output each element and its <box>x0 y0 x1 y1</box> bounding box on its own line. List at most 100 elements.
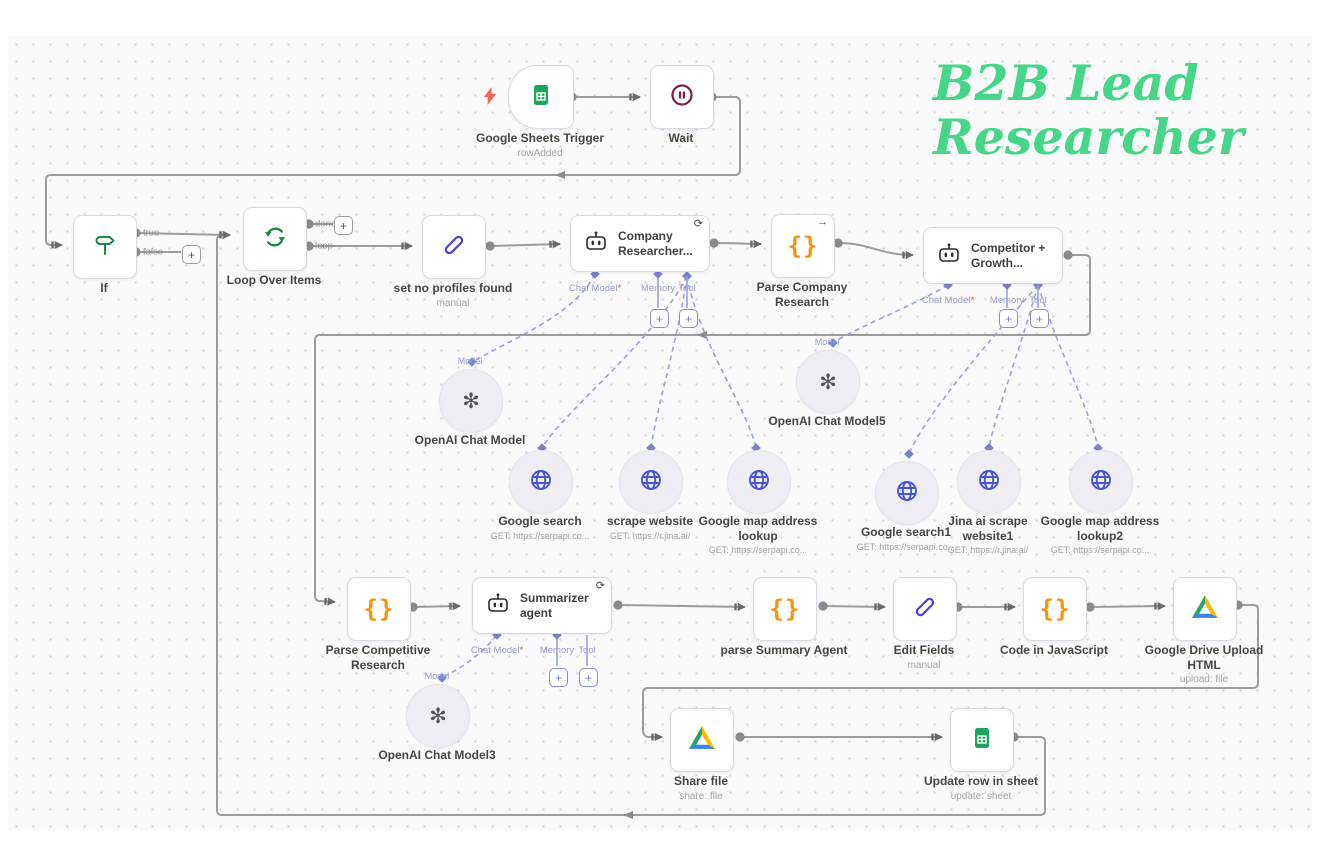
node-openai-chat-model3[interactable]: Model ✻ OpenAI Chat Model3 <box>378 671 495 762</box>
port-tool[interactable]: Tool <box>1029 295 1047 306</box>
add-node-button[interactable]: + <box>182 245 201 264</box>
node-code-in-javascript[interactable]: {} Code in JavaScript <box>1000 577 1108 657</box>
add-memory-button[interactable]: + <box>650 309 669 328</box>
port-memory[interactable]: Memory <box>989 295 1025 306</box>
node-label: Google Drive Upload HTML <box>1144 643 1264 672</box>
node-label: Competitor + Growth... <box>971 240 1046 270</box>
add-tool-button[interactable]: + <box>1030 309 1049 328</box>
wire-company-tool2 <box>646 271 692 453</box>
title-line-2: Researcher <box>933 108 1244 166</box>
node-label: Share file <box>673 774 729 788</box>
node-subtitle: manual <box>436 297 470 309</box>
port-model: Model <box>814 337 840 347</box>
wire-parsesum-edit <box>818 601 886 612</box>
wire-competitor-tool3 <box>1033 280 1103 453</box>
port-tool[interactable]: Tool <box>678 283 696 294</box>
title-line-1: B2B Lead <box>933 54 1199 112</box>
wire-wait-if <box>45 92 741 250</box>
braces-icon: {} <box>363 595 395 623</box>
node-subtitle: upload: file <box>1179 674 1229 686</box>
node-share-file[interactable]: Share file share: file <box>670 708 734 802</box>
port-model: Model <box>457 356 483 366</box>
node-label: Loop Over Items <box>226 273 322 287</box>
node-jina-ai-scrape-website1[interactable]: Jina ai scrape website1 GET: https://r.j… <box>948 450 1028 555</box>
node-subtitle: share: file <box>679 790 723 802</box>
wire-competitor-tool2 <box>984 280 1043 453</box>
output-label-loop: loop <box>315 240 333 252</box>
node-competitor-growth-agent[interactable]: Competitor + Growth... Chat Model* Memor… <box>922 227 1063 306</box>
node-label: Update row in sheet <box>923 774 1039 788</box>
pencil-icon <box>912 594 938 625</box>
if-signpost-icon <box>91 231 119 264</box>
node-subtitle: update: sheet <box>950 790 1012 802</box>
node-company-researcher-agent[interactable]: Company Researcher... ⟳ Chat Model* Memo… <box>569 215 710 294</box>
node-summarizer-agent[interactable]: Summarizer agent ⟳ Chat Model* Memory To… <box>471 577 612 656</box>
wire-set-company <box>485 240 561 251</box>
openai-icon: ✻ <box>819 370 837 394</box>
node-update-row-in-sheet[interactable]: Update row in sheet update: sheet <box>924 708 1038 802</box>
globe-icon <box>528 467 554 498</box>
node-google-drive-upload-html[interactable]: Google Drive Upload HTML upload: file <box>1145 577 1263 685</box>
node-parse-company-research[interactable]: {} → Parse Company Research <box>757 214 847 309</box>
node-label: OpenAI Chat Model <box>414 433 526 447</box>
node-parse-competitive-research[interactable]: {} Parse Competitive Research <box>326 577 430 672</box>
node-loop-over-items[interactable]: Loop Over Items <box>227 207 321 287</box>
node-scrape-website[interactable]: scrape website GET: https://r.jina.ai/ <box>607 450 693 541</box>
add-node-button[interactable]: + <box>334 216 353 235</box>
node-label: If <box>100 281 108 295</box>
node-set-no-profiles-found[interactable]: set no profiles found manual <box>394 215 512 309</box>
trigger-bolt-icon <box>483 87 497 110</box>
robot-icon <box>584 229 608 258</box>
add-memory-button[interactable]: + <box>999 309 1018 328</box>
wire-company-tool1 <box>537 271 692 453</box>
add-memory-button[interactable]: + <box>549 668 568 687</box>
wire-parsecomp-summarizer <box>408 602 461 612</box>
node-label: set no profiles found <box>393 281 513 295</box>
node-parse-summary-agent[interactable]: {} parse Summary Agent <box>721 577 847 657</box>
globe-icon <box>1088 467 1114 498</box>
node-label: Parse Company Research <box>756 280 848 309</box>
add-tool-button[interactable]: + <box>579 668 598 687</box>
globe-icon <box>976 467 1002 498</box>
add-tool-button[interactable]: + <box>679 309 698 328</box>
port-model: Model <box>424 671 450 681</box>
robot-icon <box>937 241 961 270</box>
port-tool[interactable]: Tool <box>578 645 596 656</box>
node-subtitle: manual <box>907 659 941 671</box>
globe-icon <box>638 467 664 498</box>
node-google-map-address-lookup2[interactable]: Google map address lookup2 GET: https://… <box>1041 450 1159 555</box>
port-memory[interactable]: Memory <box>640 283 676 294</box>
node-label: Google Sheets Trigger <box>475 131 605 145</box>
node-subtitle: GET: https://serpapi.co... <box>708 545 808 556</box>
openai-icon: ✻ <box>462 389 480 413</box>
google-sheets-icon <box>529 83 553 112</box>
output-label-false: false <box>143 246 164 258</box>
node-edit-fields[interactable]: Edit Fields manual <box>893 577 957 671</box>
port-chat-model[interactable]: Chat Model* <box>568 283 622 294</box>
braces-icon: {} <box>769 595 801 623</box>
port-chat-model[interactable]: Chat Model* <box>470 645 524 656</box>
openai-icon: ✻ <box>429 704 447 728</box>
node-label: OpenAI Chat Model3 <box>378 748 496 762</box>
output-label-done: done <box>315 218 337 230</box>
node-subtitle: GET: https://serpapi.co... <box>1050 545 1150 556</box>
node-if[interactable]: If <box>73 215 137 295</box>
port-memory[interactable]: Memory <box>539 645 575 656</box>
node-openai-chat-model[interactable]: Model ✻ OpenAI Chat Model <box>415 356 526 447</box>
wire-code-gdrive <box>1085 601 1166 612</box>
node-label: Google map address lookup <box>698 514 818 543</box>
port-chat-model[interactable]: Chat Model* <box>921 295 975 306</box>
node-label: Code in JavaScript <box>999 643 1109 657</box>
node-openai-chat-model5[interactable]: Model ✻ OpenAI Chat Model5 <box>768 337 885 428</box>
node-label: OpenAI Chat Model5 <box>768 414 886 428</box>
node-label: Parse Competitive Research <box>325 643 431 672</box>
globe-icon <box>746 467 772 498</box>
node-wait[interactable]: Wait <box>650 65 714 145</box>
node-google-map-address-lookup[interactable]: Google map address lookup GET: https://s… <box>699 450 817 555</box>
wire-company-tool3 <box>682 271 761 453</box>
node-google-search[interactable]: Google search GET: https://serpapi.co... <box>491 450 589 541</box>
node-label: Google map address lookup2 <box>1040 514 1160 543</box>
rerun-icon: ⟳ <box>595 580 605 592</box>
output-label-true: true <box>143 227 160 239</box>
node-google-sheets-trigger[interactable]: Google Sheets Trigger rowAdded <box>476 65 604 159</box>
